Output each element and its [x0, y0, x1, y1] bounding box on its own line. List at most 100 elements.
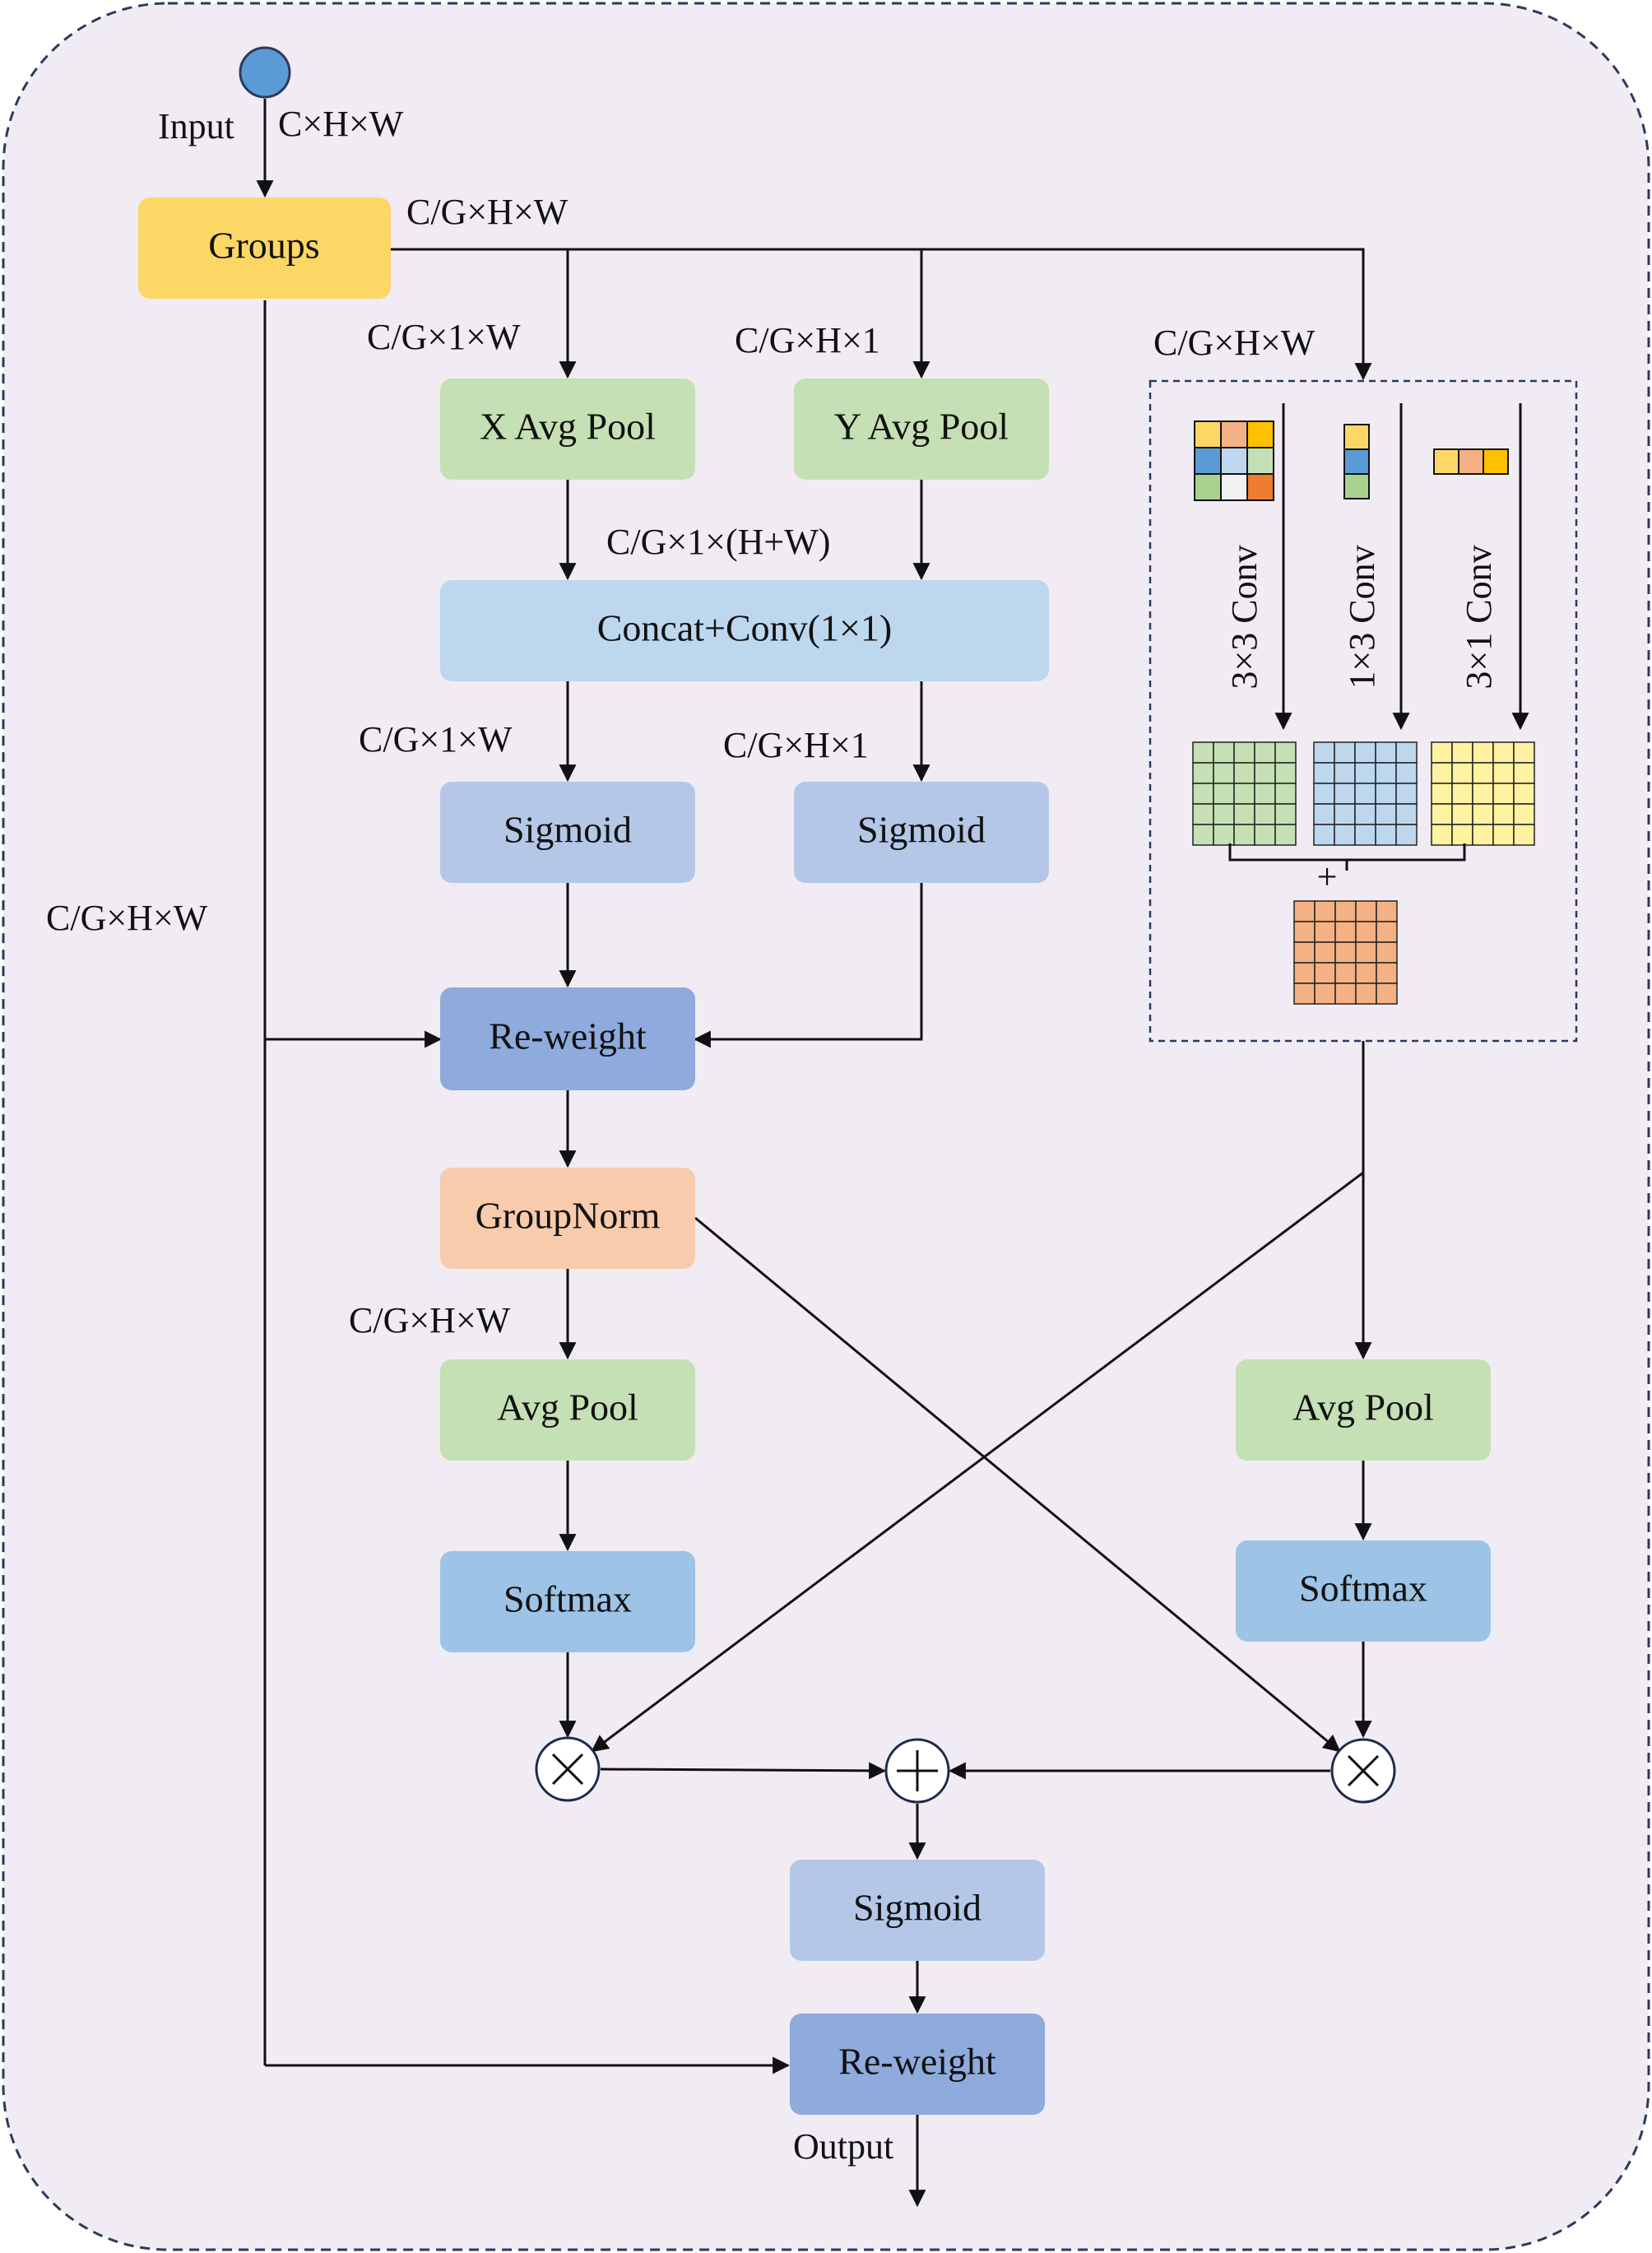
- x-avg-pool-label: X Avg Pool: [480, 406, 656, 448]
- grid-cell: [1513, 824, 1535, 846]
- grid-cell: [1334, 982, 1357, 1005]
- grid-cell: [1293, 921, 1316, 943]
- avg-pool-right-box: Avg Pool: [1236, 1359, 1491, 1461]
- feature-map-1x3-grid: [1313, 741, 1418, 846]
- grid-cell: [1192, 741, 1214, 764]
- grid-cell: [1472, 783, 1494, 805]
- grid-cell: [1375, 803, 1397, 825]
- grid-cell: [1395, 824, 1418, 846]
- grid-cell: [1354, 803, 1376, 825]
- grid-cell: [1355, 962, 1377, 984]
- grid-cell: [1314, 962, 1336, 984]
- grid-cell: [1233, 783, 1255, 805]
- grid-cell: [1192, 783, 1214, 805]
- grid-cell: [1314, 900, 1336, 922]
- grid-cell: [1293, 941, 1316, 964]
- add-icon: [884, 1738, 950, 1804]
- concat-conv-label: Concat+Conv(1×1): [597, 607, 893, 649]
- grid-cell: [1334, 900, 1357, 922]
- y-avg-pool-box: Y Avg Pool: [794, 379, 1049, 480]
- sigmoid-left-box: Sigmoid: [440, 782, 695, 883]
- grid-cell: [1354, 741, 1376, 764]
- grid-cell: [1233, 803, 1255, 825]
- avg-pool-left-label: Avg Pool: [497, 1387, 638, 1428]
- x-avg-pool-box: X Avg Pool: [440, 379, 695, 480]
- grid-cell: [1492, 783, 1515, 805]
- sigmoid-bottom-label: Sigmoid: [853, 1887, 981, 1929]
- kernel-1x3-icon: [1343, 424, 1370, 499]
- grid-cell: [1492, 803, 1515, 825]
- sigmoid-right-box: Sigmoid: [794, 782, 1049, 883]
- output-label: Output: [793, 2126, 893, 2167]
- grid-cell: [1375, 824, 1397, 846]
- grid-cell: [1376, 941, 1398, 964]
- grid-cell: [1254, 824, 1276, 846]
- grid-cell: [1213, 803, 1235, 825]
- reweight-top-label: Re-weight: [489, 1015, 647, 1057]
- y-avg-pool-label: Y Avg Pool: [834, 406, 1009, 448]
- kernel-3x3-icon: [1194, 420, 1274, 501]
- grid-cell: [1431, 803, 1453, 825]
- grid-cell: [1213, 741, 1235, 764]
- sum-brace: [1228, 843, 1466, 871]
- feature-map-3x3-grid: [1192, 741, 1297, 846]
- groups-box: Groups: [138, 197, 391, 299]
- sum-plus-label: +: [1317, 857, 1338, 897]
- grid-cell: [1334, 741, 1356, 764]
- grid-cell: [1451, 803, 1473, 825]
- x-pool-shape-label: C/G×1×W: [367, 317, 521, 357]
- grid-cell: [1472, 824, 1494, 846]
- softmax-left-box: Softmax: [440, 1551, 695, 1652]
- connectors: [256, 99, 1372, 2208]
- softmax-left-label: Softmax: [503, 1578, 632, 1620]
- grid-cell: [1451, 824, 1473, 846]
- feature-map-3x1-grid: [1431, 741, 1535, 846]
- grid-cell: [1354, 783, 1376, 805]
- grid-cell: [1513, 741, 1535, 764]
- grid-cell: [1492, 741, 1515, 764]
- grid-cell: [1376, 962, 1398, 984]
- grid-cell: [1492, 762, 1515, 784]
- grid-cell: [1314, 921, 1336, 943]
- reweight-bottom-label: Re-weight: [838, 2041, 996, 2083]
- grid-cell: [1376, 982, 1398, 1005]
- sigmoid-right-shape-label: C/G×H×1: [723, 725, 869, 765]
- grid-cell: [1293, 962, 1316, 984]
- grid-cell: [1395, 803, 1418, 825]
- grid-cell: [1314, 982, 1336, 1005]
- reweight-top-box: Re-weight: [440, 987, 695, 1090]
- sigmoid-left-shape-label: C/G×1×W: [359, 719, 513, 760]
- groupnorm-box: GroupNorm: [440, 1168, 695, 1269]
- grid-cell: [1472, 803, 1494, 825]
- grid-cell: [1233, 741, 1255, 764]
- grid-cell: [1233, 762, 1255, 784]
- grid-cell: [1213, 762, 1235, 784]
- grid-cell: [1313, 762, 1335, 784]
- input-shape-label: C×H×W: [278, 104, 404, 144]
- conv-3x3-label: 3×3 Conv: [1224, 545, 1265, 689]
- multiply-right-icon: [1330, 1738, 1396, 1804]
- conv-3x1-label: 3×1 Conv: [1459, 545, 1499, 689]
- grid-cell: [1431, 741, 1453, 764]
- grid-cell: [1513, 762, 1535, 784]
- sigmoid-left-label: Sigmoid: [503, 809, 632, 851]
- grid-cell: [1376, 900, 1398, 922]
- grid-cell: [1293, 900, 1316, 922]
- grid-cell: [1334, 921, 1357, 943]
- multiply-left-icon: [535, 1736, 601, 1802]
- grid-cell: [1293, 982, 1316, 1005]
- grid-cell: [1274, 783, 1297, 805]
- grid-cell: [1354, 824, 1376, 846]
- groups-out-shape-label: C/G×H×W: [406, 192, 568, 232]
- grid-cell: [1395, 762, 1418, 784]
- grid-cell: [1233, 824, 1255, 846]
- kernel-3x1-icon: [1433, 448, 1509, 475]
- grid-cell: [1314, 941, 1336, 964]
- groupnorm-label: GroupNorm: [476, 1195, 661, 1237]
- grid-cell: [1313, 803, 1335, 825]
- grid-cell: [1313, 824, 1335, 846]
- grid-cell: [1451, 762, 1473, 784]
- reweight-bottom-box: Re-weight: [790, 2014, 1045, 2115]
